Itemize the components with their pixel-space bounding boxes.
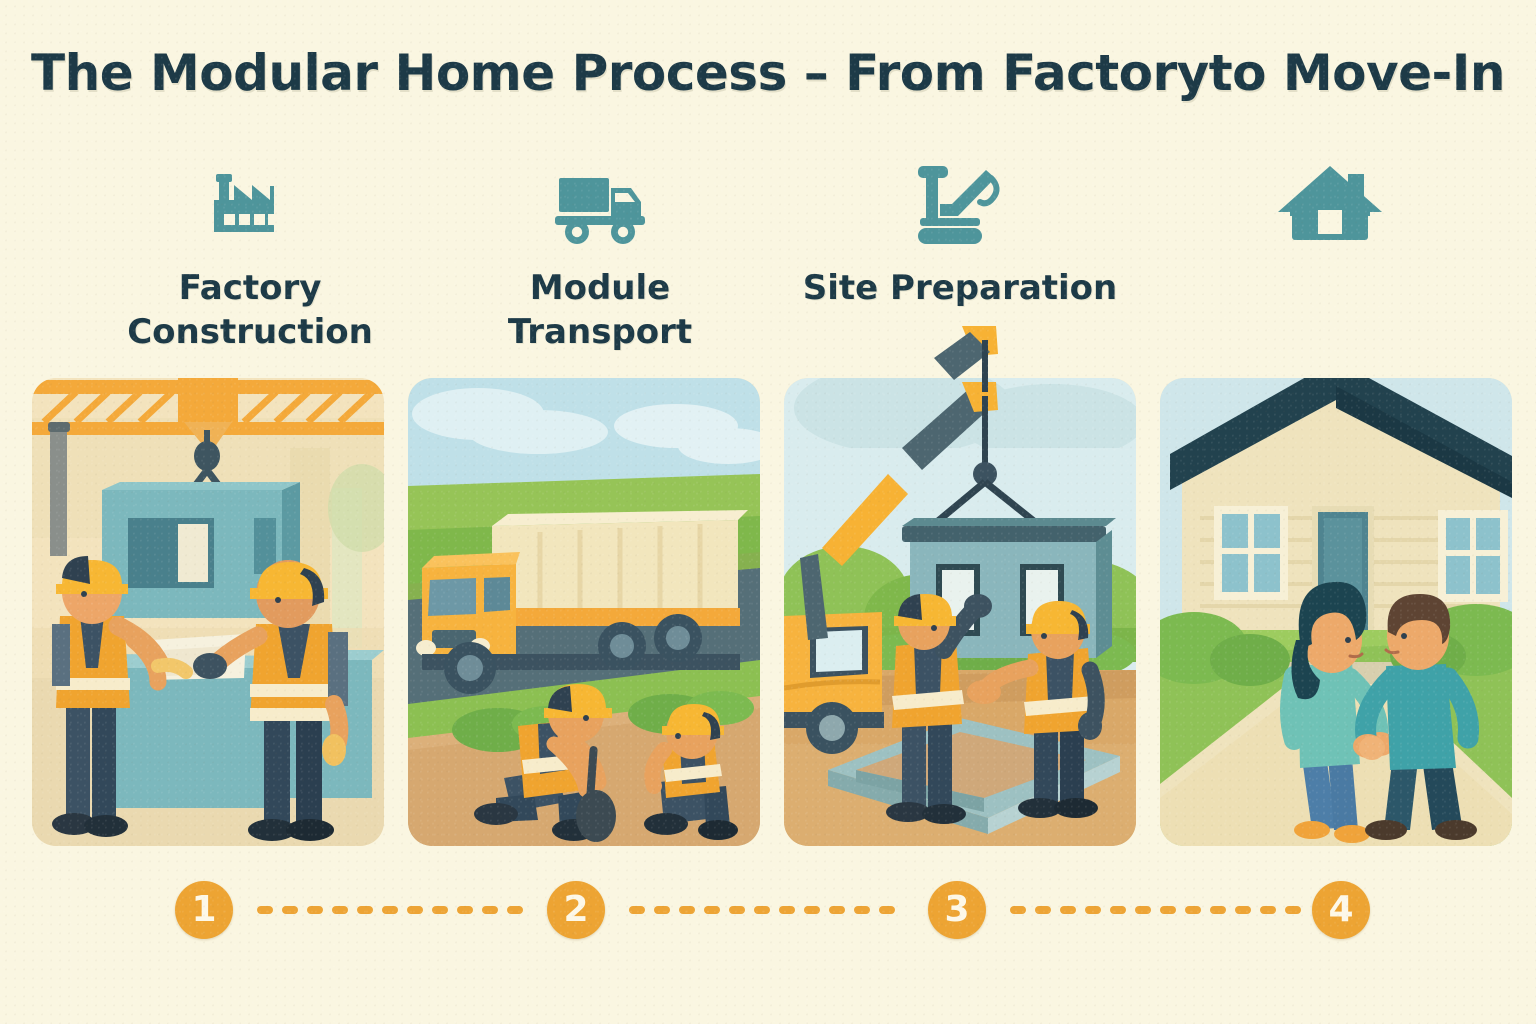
step-label-1: Factory Construction xyxy=(127,268,373,353)
dash xyxy=(382,906,398,914)
connector-1-2 xyxy=(257,906,533,914)
crane-icon xyxy=(760,160,1160,256)
dash xyxy=(779,906,795,914)
dash xyxy=(1185,906,1201,914)
dash xyxy=(507,906,523,914)
dash xyxy=(879,906,895,914)
step-badge-number-4: 4 xyxy=(1328,889,1354,930)
dash xyxy=(1160,906,1176,914)
dash xyxy=(1060,906,1076,914)
dash xyxy=(307,906,323,914)
dash xyxy=(1010,906,1026,914)
step-illustration-1 xyxy=(32,378,384,846)
step-label-2: Module Transport xyxy=(507,268,693,353)
dash xyxy=(1260,906,1276,914)
step-badge-number-2: 2 xyxy=(563,889,589,930)
step-badge-number-1: 1 xyxy=(191,889,217,930)
step-header-2: Module Transport xyxy=(400,160,800,354)
dash xyxy=(482,906,498,914)
dash xyxy=(704,906,720,914)
step-label-3: Site Preparation xyxy=(802,268,1118,308)
dash xyxy=(729,906,745,914)
dash xyxy=(1235,906,1251,914)
step-badge-2[interactable]: 2 xyxy=(547,881,605,939)
dash xyxy=(629,906,645,914)
dash xyxy=(1210,906,1226,914)
step-header-3: Site Preparation xyxy=(760,160,1160,310)
dash xyxy=(804,906,820,914)
step-illustration-3 xyxy=(784,378,1136,846)
factory-icon xyxy=(40,160,460,256)
dash xyxy=(829,906,845,914)
dash xyxy=(332,906,348,914)
dash xyxy=(679,906,695,914)
dash xyxy=(432,906,448,914)
page-title: The Modular Home Process – From Factoryt… xyxy=(31,44,1505,102)
dash xyxy=(257,906,273,914)
connector-3-4 xyxy=(1010,906,1310,914)
dash xyxy=(654,906,670,914)
dash xyxy=(357,906,373,914)
dash xyxy=(1135,906,1151,914)
step-badge-4[interactable]: 4 xyxy=(1312,881,1370,939)
dash xyxy=(1285,906,1301,914)
dash xyxy=(1035,906,1051,914)
dash xyxy=(282,906,298,914)
dash xyxy=(1085,906,1101,914)
step-header-1: Factory Construction xyxy=(40,160,460,354)
house-icon xyxy=(1140,160,1520,256)
dash xyxy=(754,906,770,914)
dash xyxy=(457,906,473,914)
step-badge-number-3: 3 xyxy=(944,889,970,930)
step-badge-3[interactable]: 3 xyxy=(928,881,986,939)
dash xyxy=(1110,906,1126,914)
truck-icon xyxy=(400,160,800,256)
step-header-4 xyxy=(1140,160,1520,266)
step-illustration-4 xyxy=(1160,378,1512,846)
step-badge-1[interactable]: 1 xyxy=(175,881,233,939)
dash xyxy=(854,906,870,914)
step-illustration-2 xyxy=(408,378,760,846)
connector-2-3 xyxy=(629,906,915,914)
dash xyxy=(407,906,423,914)
